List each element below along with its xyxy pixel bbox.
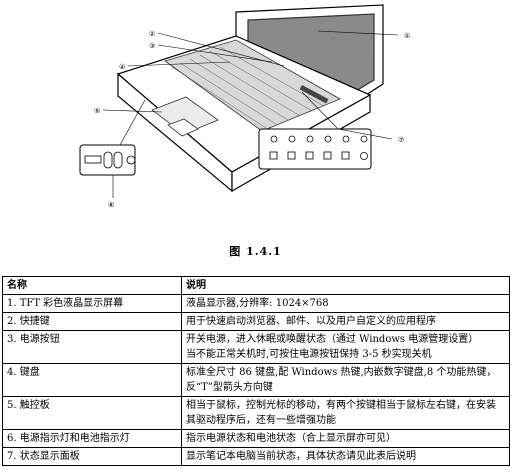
callout-5: ⑤ <box>94 107 100 115</box>
table-row: 6. 电源指示灯和电池指示灯 指示电源状态和电池状态（合上显示屏亦可见） <box>2 429 510 448</box>
row-name: 7. 状态显示面板 <box>2 447 182 466</box>
figure-caption: 图 1.4.1 <box>229 245 282 258</box>
callout-2: ② <box>149 30 155 38</box>
row-desc: 标准全尺寸 86 键盘,配 Windows 热键,内嵌数字键盘,8 个功能热键，… <box>181 363 510 397</box>
laptop-figure: ① ② ③ ④ ⑤ ⑦ ⑧ <box>79 4 410 209</box>
row-desc-line: 液晶显示器,分辨率: 1024×768 <box>186 298 329 309</box>
table-row: 5. 触控板 相当于鼠标，控制光标的移动，有两个按键相当于鼠标左右键，在安装其驱… <box>2 396 510 430</box>
callout-7: ⑦ <box>398 136 404 144</box>
row-desc: 液晶显示器,分辨率: 1024×768 <box>181 294 510 313</box>
table-row: 3. 电源按钮 开关电源，进入休眠或唤醒状态（通过 Windows 电源管理设置… <box>2 330 510 364</box>
row-desc: 相当于鼠标，控制光标的移动，有两个按键相当于鼠标左右键，在安装其驱动程序后，还有… <box>181 396 510 430</box>
row-desc-line: 指示电源状态和电池状态（合上显示屏亦可见） <box>186 433 396 444</box>
row-desc-line: 相当于鼠标，控制光标的移动，有两个按键相当于鼠标左右键，在安装其驱动程序后，还有… <box>186 400 496 426</box>
row-desc: 指示电源状态和电池状态（合上显示屏亦可见） <box>181 429 510 448</box>
table-header-row: 名称 说明 <box>2 276 510 295</box>
table-row: 7. 状态显示面板 显示笔记本电脑当前状态，具体状态请见此表后说明 <box>2 447 510 466</box>
status-panel-detail <box>258 128 372 170</box>
row-desc: 用于快速启动浏览器、邮件、以及用户自定义的应用程序 <box>181 312 510 331</box>
row-name: 1. TFT 彩色液晶显示屏幕 <box>2 294 182 313</box>
row-name: 4. 键盘 <box>2 363 182 397</box>
callout-1: ① <box>404 32 410 40</box>
row-name: 3. 电源按钮 <box>2 330 182 364</box>
laptop-illustration: ① ② ③ ④ ⑤ ⑦ ⑧ <box>79 4 410 209</box>
spec-table: 名称 说明 1. TFT 彩色液晶显示屏幕 液晶显示器,分辨率: 1024×76… <box>2 276 510 466</box>
callout-8: ⑧ <box>108 201 114 209</box>
table-row: 1. TFT 彩色液晶显示屏幕 液晶显示器,分辨率: 1024×768 <box>2 294 510 313</box>
table-row: 2. 快捷键 用于快速启动浏览器、邮件、以及用户自定义的应用程序 <box>2 312 510 331</box>
row-desc: 开关电源，进入休眠或唤醒状态（通过 Windows 电源管理设置） 当不能正常关… <box>181 330 510 364</box>
callout-labels: ① ② ③ ④ ⑤ ⑦ ⑧ <box>94 30 410 209</box>
row-desc-line: 用于快速启动浏览器、邮件、以及用户自定义的应用程序 <box>186 316 436 327</box>
row-desc: 显示笔记本电脑当前状态，具体状态请见此表后说明 <box>181 447 510 466</box>
row-desc-line: 开关电源，进入休眠或唤醒状态（通过 Windows 电源管理设置） <box>186 334 479 345</box>
row-desc-line: 当不能正常关机时,可按住电源按钮保持 3-5 秒实现关机 <box>186 349 432 360</box>
callout-3: ③ <box>149 42 155 50</box>
row-name: 6. 电源指示灯和电池指示灯 <box>2 429 182 448</box>
callout-4: ④ <box>119 63 125 71</box>
header-name: 名称 <box>2 276 182 295</box>
row-desc-line: 显示笔记本电脑当前状态，具体状态请见此表后说明 <box>186 451 416 462</box>
table-row: 4. 键盘 标准全尺寸 86 键盘,配 Windows 热键,内嵌数字键盘,8 … <box>2 363 510 397</box>
row-desc-line: 标准全尺寸 86 键盘,配 Windows 热键,内嵌数字键盘,8 个功能热键，… <box>186 367 497 393</box>
row-name: 2. 快捷键 <box>2 312 182 331</box>
power-indicator-detail <box>79 144 136 176</box>
row-name: 5. 触控板 <box>2 396 182 430</box>
header-desc: 说明 <box>181 276 510 295</box>
